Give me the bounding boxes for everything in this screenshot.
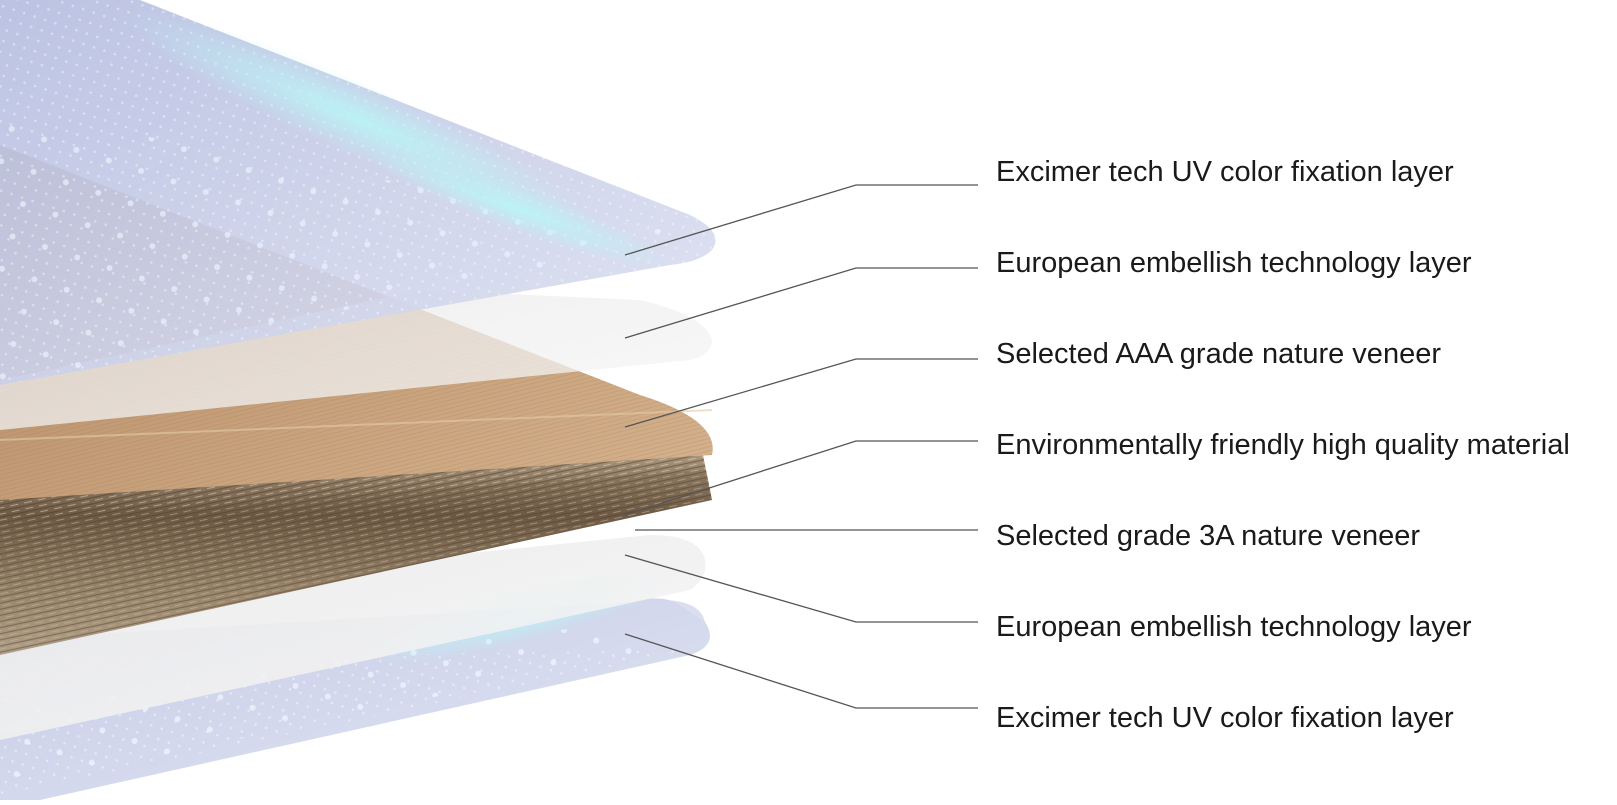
label-aaa-veneer: Selected AAA grade nature veneer <box>996 338 1441 370</box>
leader-lines <box>624 184 978 709</box>
leader-line-6 <box>624 554 978 623</box>
label-embellish-bottom: European embellish technology layer <box>996 611 1472 643</box>
leader-line-2 <box>624 267 978 339</box>
core-board-shape <box>0 440 712 655</box>
label-uv-fixation-top: Excimer tech UV color fixation layer <box>996 156 1454 188</box>
leader-line-3 <box>624 358 978 428</box>
label-embellish-top: European embellish technology layer <box>996 247 1472 279</box>
top-uv-layer-shape <box>0 0 716 385</box>
label-core-material: Environmentally friendly high quality ma… <box>996 429 1570 461</box>
label-uv-fixation-bottom: Excimer tech UV color fixation layer <box>996 702 1454 734</box>
top-embellish-layer-shape <box>0 290 712 430</box>
leader-line-1 <box>624 184 978 256</box>
leader-line-7 <box>624 633 978 709</box>
label-3a-veneer: Selected grade 3A nature veneer <box>996 520 1421 552</box>
leader-line-4 <box>624 440 978 516</box>
